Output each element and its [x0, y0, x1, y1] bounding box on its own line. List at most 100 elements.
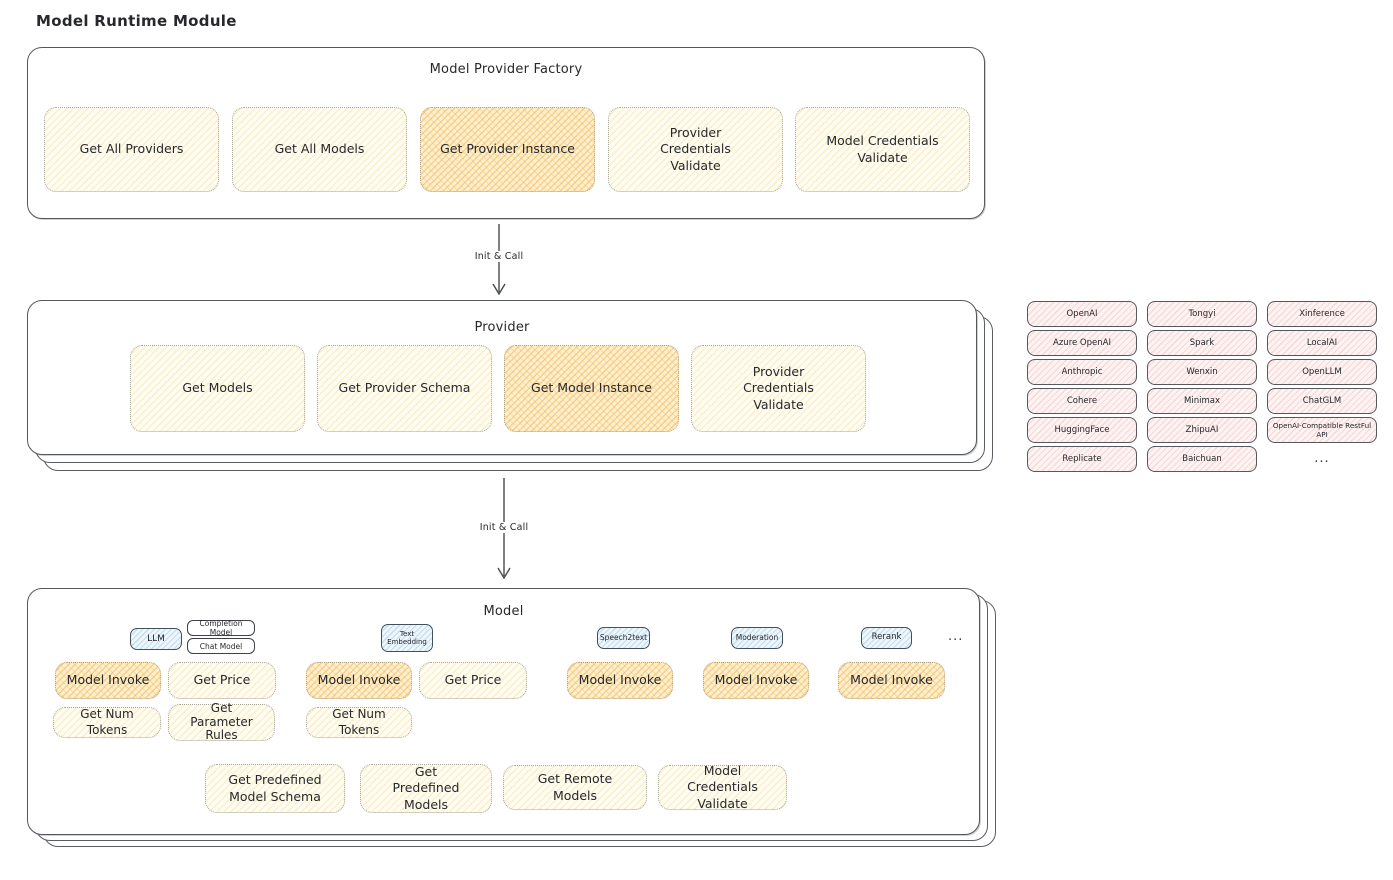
- provider-chip-label: LocalAI: [1306, 338, 1338, 348]
- provider-chip: Azure OpenAI: [1027, 330, 1137, 356]
- tab-moderation: Moderation: [731, 627, 783, 649]
- model-model-credentials-validate: Model Credentials Validate: [658, 763, 787, 811]
- factory-item-get-all-providers: Get All Providers: [44, 107, 219, 192]
- tab-label: Moderation: [735, 632, 779, 642]
- chip-label: Chat Model: [199, 641, 243, 651]
- model-tabs-ellipsis: ...: [948, 629, 964, 644]
- provider-item-get-provider-schema: Get Provider Schema: [317, 345, 492, 432]
- text-embedding-get-price: Get Price: [419, 662, 527, 699]
- provider-chip: Cohere: [1027, 388, 1137, 414]
- tab-label: Speech2text: [599, 632, 648, 642]
- function-label: Get Predefined Models: [392, 764, 460, 812]
- provider-chip-label: OpenLLM: [1302, 367, 1342, 377]
- provider-chip: ChatGLM: [1267, 388, 1377, 414]
- provider-chip-label: Xinference: [1299, 309, 1345, 319]
- provider-chip-label: Spark: [1189, 338, 1215, 348]
- tab-rerank: Rerank: [861, 627, 912, 649]
- function-label: Get Num Tokens: [332, 706, 386, 737]
- factory-item-provider-credentials-validate: Provider Credentials Validate: [608, 107, 783, 192]
- provider-chip-label: ChatGLM: [1302, 396, 1342, 406]
- llm-get-num-tokens: Get Num Tokens: [53, 707, 161, 738]
- provider-chip: OpenLLM: [1267, 359, 1377, 385]
- provider-chip: Replicate: [1027, 446, 1137, 472]
- moderation-model-invoke: Model Invoke: [703, 662, 809, 699]
- factory-item-get-provider-instance: Get Provider Instance: [420, 107, 595, 192]
- llm-get-price: Get Price: [168, 662, 276, 699]
- provider-chip: Spark: [1147, 330, 1257, 356]
- provider-chip-label: HuggingFace: [1054, 425, 1110, 435]
- provider-item-label: Provider Credentials Validate: [743, 364, 814, 412]
- speech2text-model-invoke: Model Invoke: [567, 662, 673, 699]
- provider-title: Provider: [474, 320, 530, 335]
- provider-chip: Xinference: [1267, 301, 1377, 327]
- provider-chip-label: Minimax: [1184, 396, 1220, 406]
- arrow-label-init-call: Init & Call: [474, 522, 534, 533]
- llm-get-parameter-rules: Get Parameter Rules: [168, 700, 275, 743]
- function-label: Model Invoke: [317, 672, 401, 688]
- provider-item-label: Get Models: [182, 380, 253, 396]
- factory-item-label: Model Credentials Validate: [826, 133, 939, 165]
- provider-chip: Wenxin: [1147, 359, 1257, 385]
- function-label: Get Predefined Model Schema: [228, 772, 322, 804]
- provider-chip: Anthropic: [1027, 359, 1137, 385]
- provider-item-provider-credentials-validate: Provider Credentials Validate: [691, 345, 866, 432]
- provider-chip: LocalAI: [1267, 330, 1377, 356]
- tab-label: Rerank: [871, 632, 902, 643]
- function-label: Get Price: [193, 672, 251, 688]
- tab-label: LLM: [147, 633, 165, 644]
- provider-chip-label: Tongyi: [1188, 309, 1216, 319]
- function-label: Model Invoke: [66, 672, 150, 688]
- model-title: Model: [483, 604, 524, 619]
- model-get-predefined-model-schema: Get Predefined Model Schema: [205, 764, 345, 813]
- provider-chip-label: ZhipuAI: [1185, 425, 1219, 435]
- factory-item-label: Get All Models: [274, 141, 365, 157]
- model-get-predefined-models: Get Predefined Models: [360, 764, 492, 813]
- factory-item-label: Get All Providers: [79, 141, 184, 157]
- factory-item-label: Provider Credentials Validate: [660, 125, 731, 173]
- tab-llm: LLM: [130, 628, 182, 650]
- tab-text-embedding: Text Embedding: [381, 624, 433, 652]
- provider-chip: OpenAI: [1027, 301, 1137, 327]
- chip-chat-model: Chat Model: [187, 638, 255, 654]
- model-get-remote-models: Get Remote Models: [503, 765, 647, 810]
- provider-chip-label: Wenxin: [1186, 367, 1218, 377]
- provider-chip: ZhipuAI: [1147, 417, 1257, 443]
- provider-chip: Tongyi: [1147, 301, 1257, 327]
- text-embedding-get-num-tokens: Get Num Tokens: [306, 707, 412, 738]
- factory-item-get-all-models: Get All Models: [232, 107, 407, 192]
- provider-chip: OpenAI-Compatible RestFul API: [1267, 417, 1377, 443]
- rerank-model-invoke: Model Invoke: [838, 662, 945, 699]
- provider-chip-label: Replicate: [1062, 454, 1102, 464]
- text-embedding-model-invoke: Model Invoke: [306, 662, 412, 699]
- provider-item-label: Get Model Instance: [531, 380, 652, 396]
- provider-item-label: Get Provider Schema: [338, 380, 471, 396]
- function-label: Get Remote Models: [537, 771, 613, 803]
- llm-model-invoke: Model Invoke: [55, 662, 161, 699]
- provider-chip-label: OpenAI-Compatible RestFul API: [1272, 421, 1372, 439]
- function-label: Get Parameter Rules: [190, 700, 253, 743]
- provider-chip-label: Cohere: [1066, 396, 1098, 406]
- function-label: Get Price: [444, 672, 502, 688]
- provider-chip-label: Azure OpenAI: [1053, 338, 1111, 348]
- provider-chip-label: Baichuan: [1182, 454, 1222, 464]
- function-label: Model Invoke: [714, 672, 798, 688]
- provider-item-get-model-instance: Get Model Instance: [504, 345, 679, 432]
- chip-label: Completion Model: [199, 619, 243, 637]
- tab-speech2text: Speech2text: [597, 627, 650, 649]
- chip-completion-model: Completion Model: [187, 619, 255, 637]
- provider-chip: HuggingFace: [1027, 417, 1137, 443]
- factory-title: Model Provider Factory: [429, 62, 583, 77]
- provider-chip-label: Anthropic: [1061, 367, 1103, 377]
- provider-chip: Minimax: [1147, 388, 1257, 414]
- factory-item-model-credentials-validate: Model Credentials Validate: [795, 107, 970, 192]
- provider-item-get-models: Get Models: [130, 345, 305, 432]
- provider-chip: Baichuan: [1147, 446, 1257, 472]
- page-title: Model Runtime Module: [36, 12, 237, 30]
- function-label: Model Invoke: [850, 672, 933, 688]
- function-label: Model Credentials Validate: [687, 763, 758, 811]
- factory-item-label: Get Provider Instance: [440, 141, 575, 157]
- arrow-label-init-call: Init & Call: [469, 251, 529, 262]
- tab-label: Text Embedding: [387, 629, 427, 646]
- function-label: Get Num Tokens: [80, 706, 134, 737]
